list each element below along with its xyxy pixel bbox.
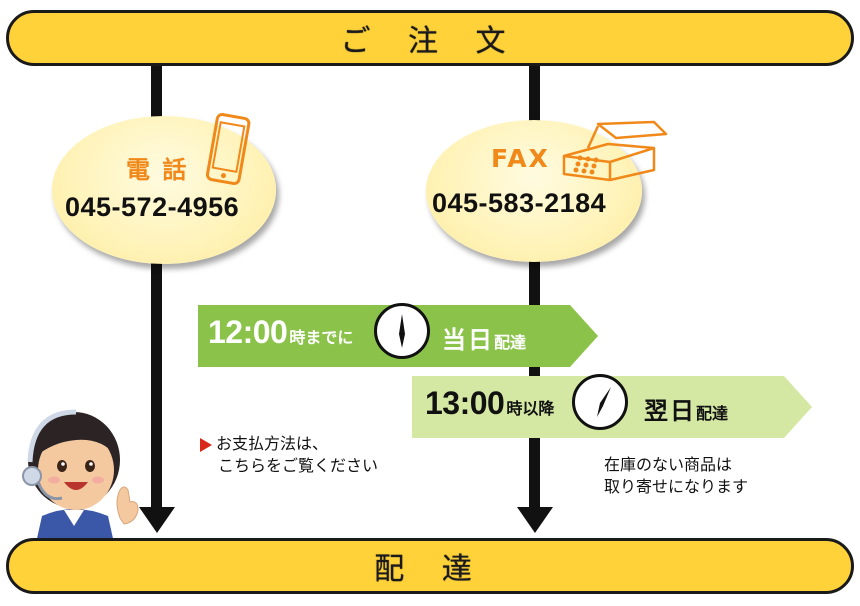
fax-number[interactable]: 045-583-2184: [432, 188, 607, 218]
right-flow-line: [529, 64, 540, 514]
phone-label: 電 話: [126, 156, 189, 184]
triangle-marker-icon: [200, 437, 212, 452]
clock-icon: [374, 303, 430, 359]
same-day-result: 当日配達: [442, 326, 527, 354]
left-down-arrowhead: [139, 507, 175, 533]
fax-label: FAX: [491, 144, 550, 173]
phone-number[interactable]: 045-572-4956: [65, 192, 240, 222]
next-day-result: 翌日配達: [644, 397, 729, 425]
clock-icon: [572, 374, 628, 430]
smartphone-icon: [205, 113, 251, 185]
stock-note: 在庫のない商品は 取り寄せになります: [604, 455, 749, 496]
delivery-footer: 配 達: [6, 538, 854, 594]
payment-method-link[interactable]: お支払方法は、 こちらをご覧ください: [200, 433, 378, 477]
order-header-label: ご 注 文: [340, 24, 520, 59]
right-down-arrowhead: [517, 507, 553, 533]
fax-machine-icon: [562, 120, 668, 182]
left-flow-line: [151, 64, 162, 514]
phone-bubble: [52, 116, 276, 264]
delivery-footer-label: 配 達: [374, 552, 486, 587]
order-header: ご 注 文: [6, 10, 854, 66]
operator-mascot: [22, 409, 139, 543]
